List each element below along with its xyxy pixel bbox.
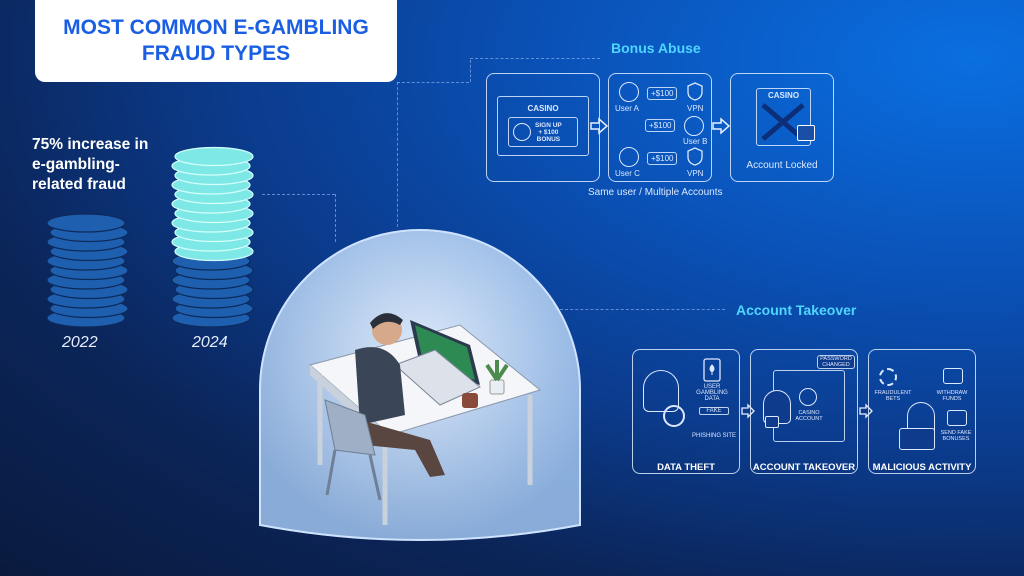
signup-bonus-card: SIGN UP + $100 BONUS [508,117,578,147]
vpn-shield-icon [687,147,703,166]
connector-line [555,309,725,310]
signup-line: + $100 [538,128,559,136]
arrow-icon [859,403,873,419]
laptop-icon: CASINO SIGN UP + $100 BONUS [497,96,589,156]
vpn-shield-icon [687,82,703,101]
connector-line [397,82,398,227]
step-label: DATA THEFT [657,462,715,473]
wallet-icon [943,368,963,384]
title-line-2: FRAUD TYPES [141,42,291,65]
chip-icon [879,368,897,386]
multiple-accounts-panel: User A +$100 VPN +$100 User B User C +$1… [608,73,712,182]
coin-stack-2024 [171,146,254,328]
magnifier-icon [663,405,685,427]
account-takeover-title: Account Takeover [736,302,857,318]
locked-casino-icon: CASINO [756,88,815,146]
user-crown-icon [799,388,817,406]
step-label: ACCOUNT TAKEOVER [752,462,856,473]
hacker-icon [643,370,679,412]
signup-line: SIGN UP [535,121,562,129]
arrow-icon [741,403,755,419]
year-label-2024: 2024 [192,334,228,351]
item-label: USER GAMBLING DATA [696,384,728,402]
user-label: User A [615,104,640,113]
chat-bubble-icon [947,410,967,426]
year-label-2022: 2022 [62,334,98,351]
malicious-activity-panel: FRAUDULENT BETS WITHDRAW FUNDS SEND FAKE… [868,349,976,474]
bonus-tag: +$100 [647,87,678,100]
account-takeover-panel: PASSWORD CHANGED CASINO ACCOUNT ACCOUNT … [750,349,858,474]
account-locked-label: Account Locked [746,160,818,171]
vpn-label: VPN [687,104,704,113]
item-label: WITHDRAW FUNDS [936,390,968,402]
item-label: PHISHING SITE [691,433,736,439]
data-theft-panel: USER GAMBLING DATA FAKE PHISHING SITE DA… [632,349,740,474]
signup-line: BONUS [536,135,561,143]
user-icon [619,147,639,167]
glass-dome-illustration [259,229,581,541]
laptop-icon [899,428,935,450]
user-icon [684,116,704,136]
casino-label: CASINO [527,104,559,113]
chip-icon [513,123,531,141]
bonus-abuse-caption: Same user / Multiple Accounts [588,187,723,198]
connector-line [470,60,471,82]
cards-icon [703,358,721,382]
bonus-tag: +$100 [647,152,678,165]
item-label: FRAUDULENT BETS [874,390,912,402]
bonus-tag: +$100 [645,119,676,132]
password-changed-bubble: PASSWORD CHANGED [817,355,855,369]
unlock-icon [765,416,779,428]
coin [174,146,254,167]
vpn-label: VPN [687,169,704,178]
coin-stack-2022 [46,213,129,328]
bonus-abuse-title: Bonus Abuse [611,40,701,56]
connector-line [397,82,469,83]
lock-icon [797,125,815,141]
item-label: SEND FAKE BONUSES [940,430,972,442]
locked-casino-label: CASINO [767,91,800,100]
connector-line [262,194,335,195]
user-icon [619,82,639,102]
fake-site-icon: FAKE [699,407,729,415]
stat-text: 75% increase in e-gambling-related fraud [32,136,149,193]
casino-signup-panel: CASINO SIGN UP + $100 BONUS [486,73,600,182]
arrow-icon [712,117,731,135]
title-box: MOST COMMON E-GAMBLING FRAUD TYPES [35,0,397,82]
item-label: CASINO ACCOUNT [795,410,823,422]
user-label: User B [683,137,708,146]
connector-line [335,194,336,242]
coin [46,213,126,233]
step-label: MALICIOUS ACTIVITY [872,462,972,473]
connector-line [470,58,600,59]
title-line-1: MOST COMMON E-GAMBLING [63,16,369,39]
account-locked-panel: CASINO Account Locked [730,73,834,182]
user-label: User C [615,169,640,178]
